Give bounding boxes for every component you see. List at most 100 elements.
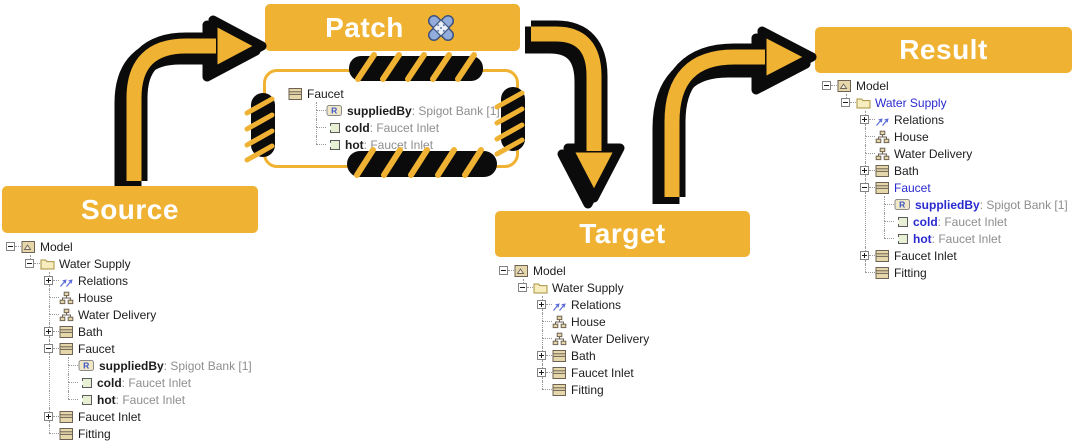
expand-expander-icon[interactable]	[860, 166, 869, 175]
class-icon	[59, 427, 74, 441]
model-icon	[21, 240, 36, 254]
tree-item-label: Bath	[78, 324, 103, 339]
tree-item-label: Water Supply	[59, 256, 131, 271]
tree-item-label: hot	[345, 137, 364, 152]
tree-item-label: suppliedBy	[99, 358, 164, 373]
tree-item-type: : Faucet Inlet	[937, 214, 1008, 229]
tree-item-relations[interactable]: Relations	[818, 111, 1068, 128]
tree-item-cold[interactable]: cold : Faucet Inlet	[288, 119, 538, 136]
svg-text:R: R	[83, 361, 89, 371]
tree-item-model[interactable]: Model	[2, 238, 252, 255]
tree-item-cold[interactable]: cold : Faucet Inlet	[818, 213, 1068, 230]
relations-icon	[59, 274, 74, 288]
folder-icon	[533, 281, 548, 295]
relations-icon	[552, 298, 567, 312]
tree-item-type: : Faucet Inlet	[115, 392, 186, 407]
tree-item-label: Faucet	[78, 341, 115, 356]
tree-item-fitting[interactable]: Fitting	[818, 264, 1068, 281]
collapse-expander-icon[interactable]	[25, 259, 34, 268]
collapse-expander-icon[interactable]	[841, 98, 850, 107]
tree-item-fitting[interactable]: Fitting	[2, 425, 252, 442]
tree-item-label: hot	[97, 392, 116, 407]
folder-icon	[40, 257, 55, 271]
tree-item-water-delivery[interactable]: Water Delivery	[818, 145, 1068, 162]
source-banner: Source	[2, 186, 258, 233]
block-icon	[552, 315, 567, 329]
tree-item-label: Water Delivery	[894, 146, 973, 161]
reference-icon: R	[78, 359, 95, 372]
tree-item-label: Relations	[894, 112, 945, 127]
svg-text:R: R	[899, 200, 905, 210]
tree-item-hot[interactable]: hot : Faucet Inlet	[288, 136, 538, 153]
tree-item-label: House	[894, 129, 929, 144]
reference-icon: R	[894, 198, 911, 211]
tree-item-relations[interactable]: Relations	[2, 272, 252, 289]
tree-item-house[interactable]: House	[495, 313, 649, 330]
tree-item-faucet-inlet[interactable]: Faucet Inlet	[2, 408, 252, 425]
tree-item-water-delivery[interactable]: Water Delivery	[2, 306, 252, 323]
tree-item-label: Water Supply	[552, 280, 624, 295]
block-icon	[59, 308, 74, 322]
tree-item-hot[interactable]: hot : Faucet Inlet	[2, 391, 252, 408]
collapse-expander-icon[interactable]	[860, 183, 869, 192]
tree-item-faucet-inlet[interactable]: Faucet Inlet	[495, 364, 649, 381]
expand-expander-icon[interactable]	[860, 251, 869, 260]
tree-item-water-supply[interactable]: Water Supply	[495, 279, 649, 296]
result-banner: Result	[815, 27, 1072, 73]
tree-item-bath[interactable]: Bath	[2, 323, 252, 340]
tree-item-house[interactable]: House	[818, 128, 1068, 145]
tree-item-type: : Spigot Bank [1]	[163, 358, 252, 373]
collapse-expander-icon[interactable]	[44, 344, 53, 353]
tree-item-model[interactable]: Model	[818, 77, 1068, 94]
expand-expander-icon[interactable]	[537, 351, 546, 360]
tree-item-label: Faucet Inlet	[894, 248, 957, 263]
tree-item-model[interactable]: Model	[495, 262, 649, 279]
expand-expander-icon[interactable]	[537, 300, 546, 309]
tree-item-faucet-inlet[interactable]: Faucet Inlet	[818, 247, 1068, 264]
tree-item-water-delivery[interactable]: Water Delivery	[495, 330, 649, 347]
class-icon	[59, 410, 74, 424]
tree-item-hot[interactable]: hot : Faucet Inlet	[818, 230, 1068, 247]
tree-item-faucet[interactable]: Faucet	[2, 340, 252, 357]
port-icon	[326, 138, 341, 152]
tree-item-fitting[interactable]: Fitting	[495, 381, 649, 398]
tree-item-label: Water Supply	[875, 95, 947, 110]
tree-item-house[interactable]: House	[2, 289, 252, 306]
expand-expander-icon[interactable]	[860, 115, 869, 124]
tree-item-faucet[interactable]: Faucet	[288, 85, 538, 102]
port-icon	[894, 232, 909, 246]
tree-item-bath[interactable]: Bath	[495, 347, 649, 364]
collapse-expander-icon[interactable]	[518, 283, 527, 292]
tree-item-type: : Faucet Inlet	[931, 231, 1002, 246]
expand-expander-icon[interactable]	[44, 412, 53, 421]
expand-expander-icon[interactable]	[537, 368, 546, 377]
class-icon	[59, 342, 74, 356]
collapse-expander-icon[interactable]	[6, 242, 15, 251]
tree-item-label: House	[571, 314, 606, 329]
tree-item-relations[interactable]: Relations	[495, 296, 649, 313]
tree-item-label: cold	[97, 375, 122, 390]
arrow-patch-to-target-icon	[525, 20, 625, 209]
tree-item-bath[interactable]: Bath	[818, 162, 1068, 179]
tree-item-water-supply[interactable]: Water Supply	[818, 94, 1068, 111]
tree-item-water-supply[interactable]: Water Supply	[2, 255, 252, 272]
port-icon	[894, 215, 909, 229]
relations-icon	[875, 113, 890, 127]
tree-item-cold[interactable]: cold : Faucet Inlet	[2, 374, 252, 391]
tree-item-label: Model	[856, 78, 889, 93]
collapse-expander-icon[interactable]	[499, 266, 508, 275]
block-icon	[552, 332, 567, 346]
expand-expander-icon[interactable]	[44, 276, 53, 285]
tree-item-label: Fitting	[78, 426, 111, 441]
collapse-expander-icon[interactable]	[822, 81, 831, 90]
tree-item-faucet[interactable]: Faucet	[818, 179, 1068, 196]
target-banner: Target	[495, 211, 750, 257]
class-icon	[875, 164, 890, 178]
expand-expander-icon[interactable]	[44, 327, 53, 336]
